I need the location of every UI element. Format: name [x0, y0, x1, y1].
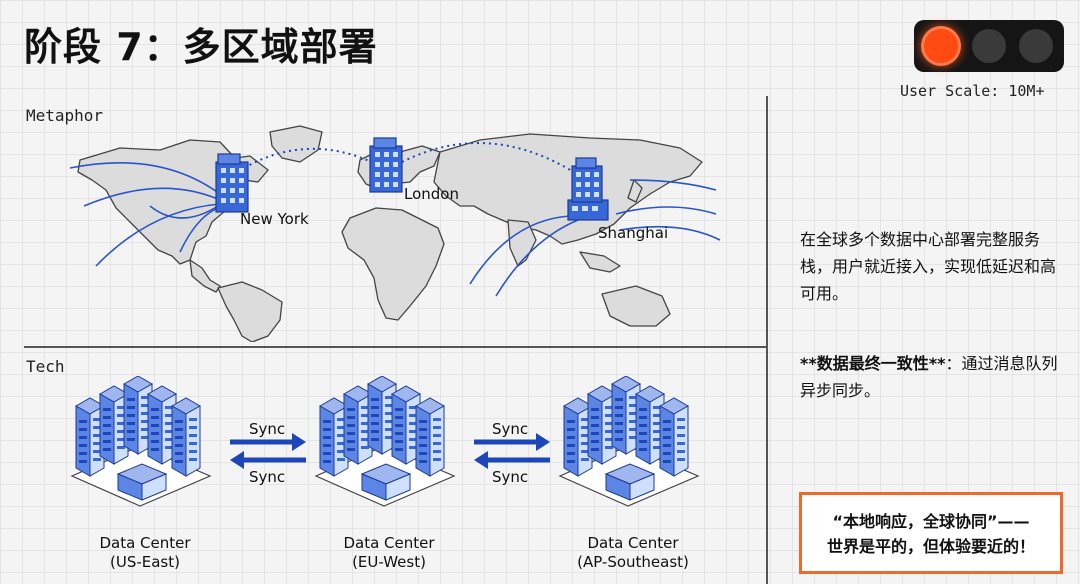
consistency-rest: ：通过消息队列异步同步。: [800, 354, 1058, 400]
world-map: [69, 125, 721, 342]
city-label-shanghai: Shanghai: [598, 224, 669, 242]
data-center-us-east-icon: [68, 376, 218, 516]
dc-label-line2: (US-East): [110, 553, 180, 571]
metaphor-label: Metaphor: [26, 106, 104, 125]
user-scale: User Scale: 10M+: [900, 82, 1045, 100]
data-center-eu-west-icon: [312, 376, 462, 516]
consistency-text: **数据最终一致性**：通过消息队列异步同步。: [800, 350, 1060, 404]
shanghai-building-icon: [567, 157, 609, 221]
horizontal-divider: [24, 346, 766, 348]
sync-label-1a: Sync: [249, 420, 286, 438]
data-center-ap-southeast-icon: [556, 376, 706, 516]
red-light-icon: [924, 29, 958, 63]
quote-line2: 世界是平的，但体验要近的！: [826, 537, 1035, 556]
dc-label-us-east: Data Center (US-East): [60, 534, 230, 572]
dc-label-line1: Data Center: [99, 534, 191, 552]
london-building-icon: [369, 137, 403, 193]
dc-label-line2: (AP-Southeast): [577, 553, 689, 571]
dc-label-line2: (EU-West): [352, 553, 426, 571]
vertical-divider: [766, 96, 768, 584]
page-title: 阶段 7：多区域部署: [24, 25, 378, 69]
traffic-light: [914, 20, 1064, 72]
quote-line1: “本地响应，全球协同”——: [832, 512, 1030, 531]
green-light-icon: [1019, 29, 1053, 63]
dc-label-line1: Data Center: [587, 534, 679, 552]
city-label-new-york: New York: [240, 210, 309, 228]
dc-label-ap-southeast: Data Center (AP-Southeast): [548, 534, 718, 572]
sync-label-2b: Sync: [492, 468, 529, 486]
yellow-light-icon: [972, 29, 1006, 63]
new-york-building-icon: [215, 153, 249, 213]
description-text: 在全球多个数据中心部署完整服务栈，用户就近接入，实现低延迟和高可用。: [800, 230, 1057, 303]
city-label-london: London: [404, 185, 459, 203]
tech-label: Tech: [26, 357, 65, 376]
sync-label-2a: Sync: [492, 420, 529, 438]
dc-label-eu-west: Data Center (EU-West): [304, 534, 474, 572]
quote-box: “本地响应，全球协同”—— 世界是平的，但体验要近的！: [799, 492, 1063, 574]
sync-arrows-1-icon: [230, 433, 306, 469]
dc-label-line1: Data Center: [343, 534, 435, 552]
consistency-bold: **数据最终一致性**: [800, 354, 946, 373]
sync-label-1b: Sync: [249, 468, 286, 486]
sync-arrows-2-icon: [474, 433, 550, 469]
